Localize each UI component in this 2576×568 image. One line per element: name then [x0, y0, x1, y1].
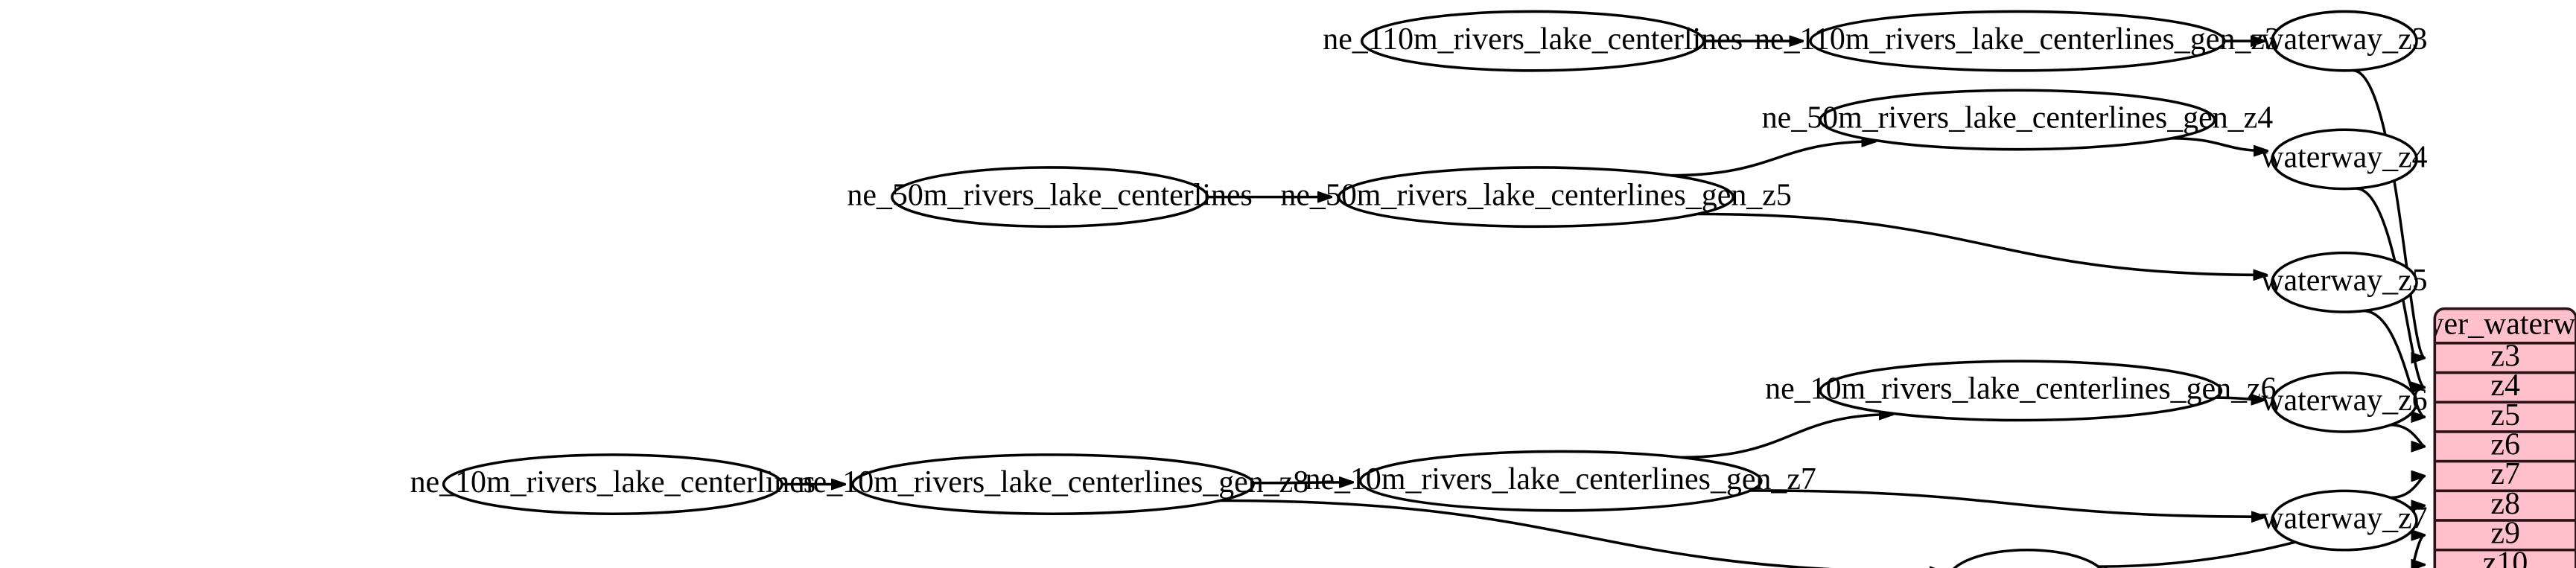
table-row-label-z3: z3	[2490, 339, 2520, 373]
graph-node-waterway_z4[interactable]: waterway_z4	[2261, 128, 2428, 191]
graph-node-ne50m_gen_z4[interactable]: ne_50m_rivers_lake_centerlines_gen_z4	[1762, 89, 2273, 151]
node-label: ne_50m_rivers_lake_centerlines_gen_z4	[1762, 101, 2273, 135]
graph-node-ne10m_gen_z7[interactable]: ne_10m_rivers_lake_centerlines_gen_z7	[1305, 450, 1816, 512]
node-shape	[442, 453, 783, 515]
table-row-label-z10: z10	[2483, 546, 2528, 568]
edge-ne50m_gen_z5-to-ne50m_gen_z4	[1670, 141, 1875, 177]
node-shape	[2271, 10, 2418, 72]
node-label: waterway_z4	[2261, 141, 2427, 175]
table-row-label-z7: z7	[2490, 457, 2520, 491]
graph-node-ne110m_gen_z3[interactable]: ne_110m_rivers_lake_centerlines_gen_z3	[1755, 10, 2280, 72]
node-label: waterway_z8	[1944, 561, 2111, 568]
table-header-label: layer_waterway	[2405, 307, 2576, 341]
node-label: ne_50m_rivers_lake_centerlines	[847, 178, 1252, 212]
edge-ne10m_gen_z8-to-ne10m_gen_z7	[1253, 482, 1353, 483]
node-label: waterway_z3	[2261, 22, 2427, 57]
node-shape	[1338, 166, 1735, 229]
node-label: waterway_z6	[2261, 383, 2427, 418]
table-row-label-z9: z9	[2490, 517, 2520, 551]
graph-node-ne50m_gen_z5[interactable]: ne_50m_rivers_lake_centerlines_gen_z5	[1280, 166, 1792, 229]
node-label: ne_10m_rivers_lake_centerlines_gen_z7	[1305, 462, 1816, 497]
edge-ne10m_gen_z7-to-waterway_z7	[1750, 489, 2265, 517]
node-shape	[2271, 371, 2418, 433]
node-shape	[891, 166, 1209, 229]
graph-node-waterway_z3[interactable]: waterway_z3	[2261, 10, 2428, 72]
graph-node-ne10m_centerlines[interactable]: ne_10m_rivers_lake_centerlines	[410, 453, 815, 515]
edge-ne50m_gen_z5-to-waterway_z5	[1697, 212, 2267, 275]
table-row-z7[interactable]	[2435, 459, 2576, 493]
node-label: ne_50m_rivers_lake_centerlines_gen_z5	[1280, 178, 1791, 212]
node-shape	[2271, 251, 2418, 313]
table-row-label-z4: z4	[2490, 368, 2520, 403]
graph-node-waterway_z5[interactable]: waterway_z5	[2261, 251, 2428, 313]
edge-waterway_z7-to-table-z7	[2391, 476, 2425, 500]
node-label: ne_110m_rivers_lake_centerlines_gen_z3	[1755, 22, 2280, 57]
table-row-z10[interactable]	[2435, 548, 2576, 568]
table-layer: layer_waterwayz3z4z5z6z7z8z9z10z11z12z13…	[2405, 307, 2576, 568]
edge-waterway_z5-to-table-z5	[2363, 309, 2425, 418]
edge-ne10m_gen_z7-to-ne10m_gen_z6	[1681, 415, 1892, 459]
node-label: ne_10m_rivers_lake_centerlines	[410, 465, 815, 500]
node-shape	[851, 453, 1255, 515]
node-shape	[2271, 128, 2418, 191]
edge-waterway_z3-to-table-z3	[2352, 68, 2426, 358]
node-label: waterway_z5	[2261, 264, 2427, 298]
node-shape	[1358, 450, 1763, 512]
table-row-label-z5: z5	[2490, 398, 2520, 433]
node-label: ne_10m_rivers_lake_centerlines_gen_z6	[1765, 372, 2276, 406]
table-row-label-z6: z6	[2490, 428, 2520, 462]
edge-ne50m_gen_z4-to-waterway_z4	[2171, 137, 2268, 151]
node-shape	[1361, 10, 1705, 72]
graph-node-ne10m_gen_z8[interactable]: ne_10m_rivers_lake_centerlines_gen_z8	[798, 453, 1308, 515]
graph-node-waterway_z8[interactable]: waterway_z8	[1944, 548, 2111, 568]
node-shape	[1953, 548, 2102, 568]
node-label: ne_10m_rivers_lake_centerlines_gen_z8	[798, 465, 1308, 500]
node-shape	[1819, 360, 2223, 422]
node-shape	[1809, 10, 2226, 72]
node-label: waterway_z7	[2261, 502, 2427, 536]
node-shape	[1819, 89, 2216, 151]
graph-node-ne50m_centerlines[interactable]: ne_50m_rivers_lake_centerlines	[847, 166, 1253, 229]
graph-node-waterway_z7[interactable]: waterway_z7	[2261, 489, 2428, 552]
graph-node-ne10m_gen_z6[interactable]: ne_10m_rivers_lake_centerlines_gen_z6	[1765, 360, 2277, 422]
edge-ne10m_gen_z6-to-waterway_z6	[2216, 398, 2265, 400]
nodes-layer: imposm3osm_waterway_linestringosm_import…	[410, 10, 2428, 568]
layer_waterway-table[interactable]: layer_waterwayz3z4z5z6z7z8z9z10z11z12z13…	[2405, 307, 2576, 568]
graph-node-ne110m_centerlines[interactable]: ne_110m_rivers_lake_centerlines	[1323, 10, 1743, 72]
graph-node-waterway_z6[interactable]: waterway_z6	[2261, 371, 2428, 433]
table-row-label-z8: z8	[2490, 487, 2520, 521]
node-label: ne_110m_rivers_lake_centerlines	[1323, 22, 1743, 57]
edge-waterway_z6-to-table-z6	[2391, 424, 2425, 447]
node-shape	[2271, 489, 2418, 552]
table-row-z3[interactable]	[2435, 342, 2576, 374]
table-row-z5[interactable]	[2435, 401, 2576, 433]
edge-waterway_z9-to-table-z9	[2359, 535, 2425, 568]
